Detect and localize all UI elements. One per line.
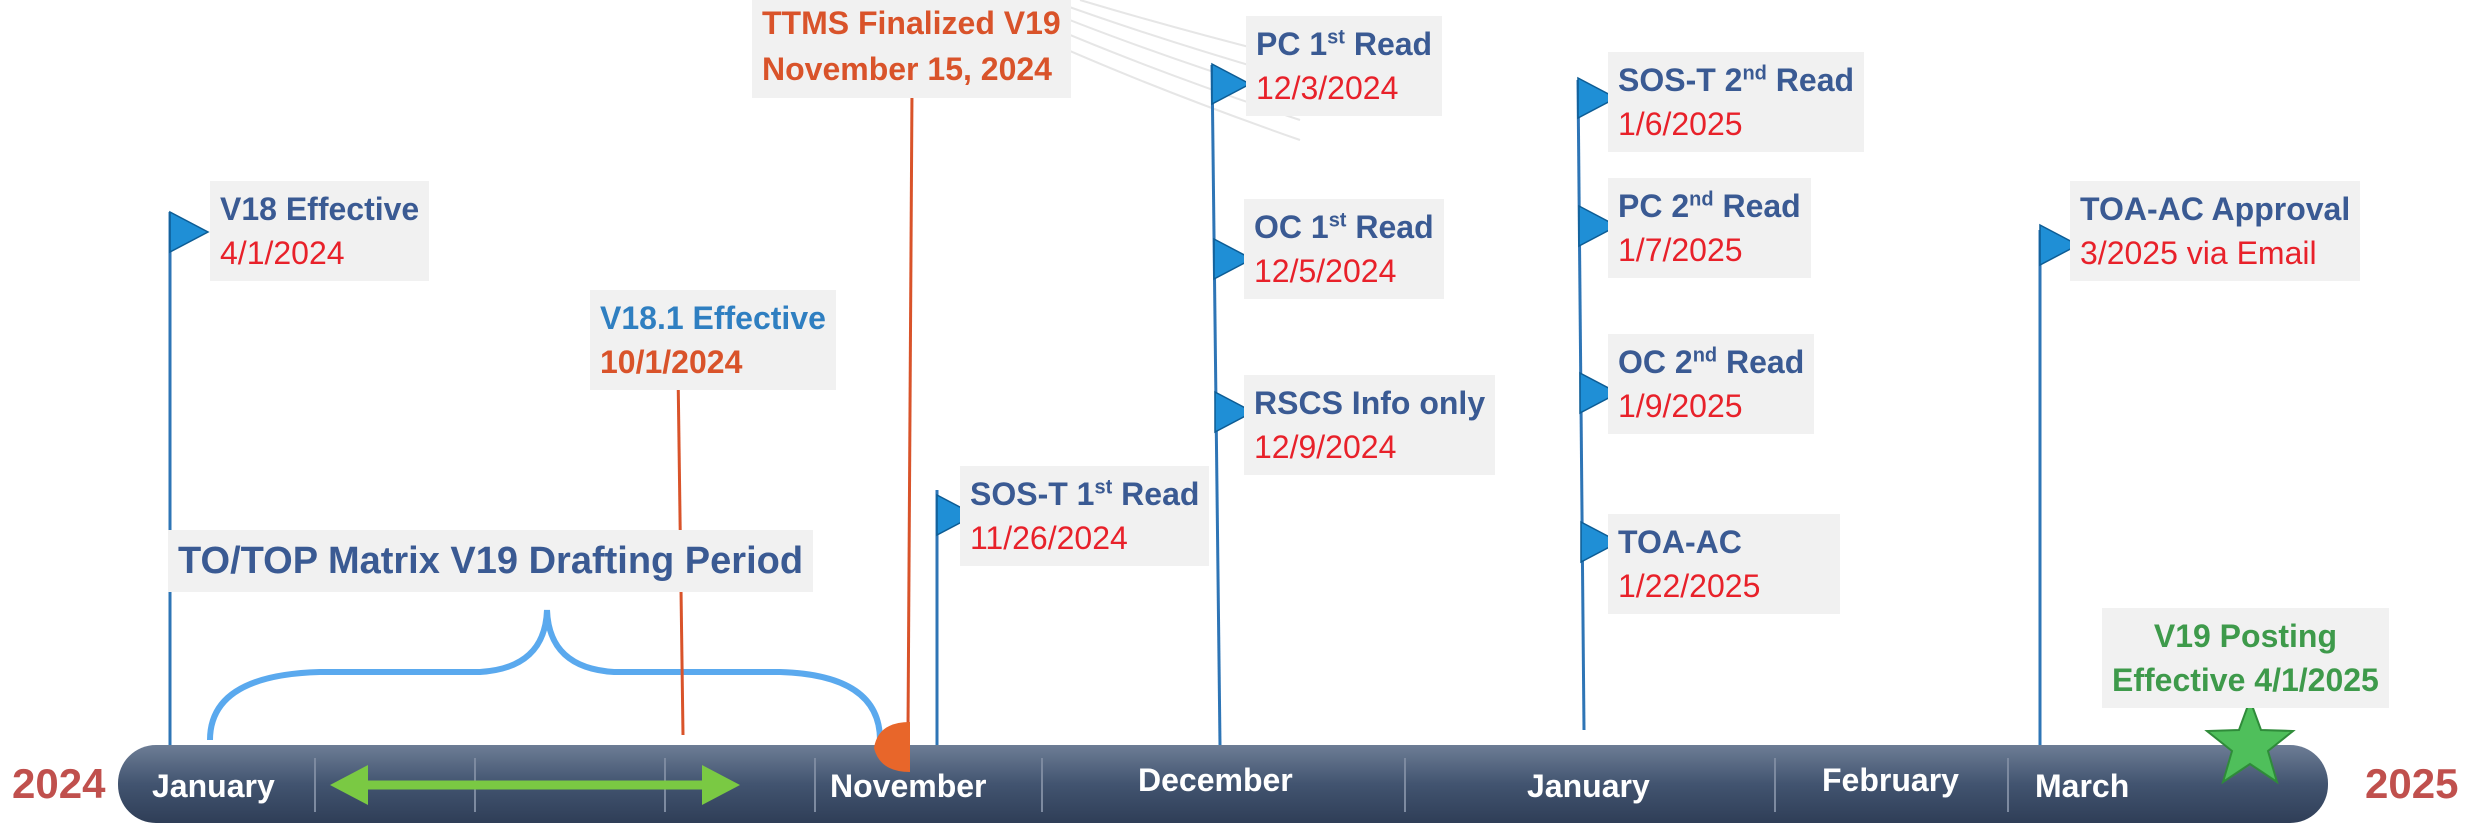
milestone-oc1: OC 1st Read 12/5/2024 <box>1244 199 1444 299</box>
milestone-title: OC 1st Read <box>1254 209 1434 245</box>
drafting-period-label: TO/TOP Matrix V19 Drafting Period <box>168 530 814 592</box>
month-january-2024: January <box>152 768 275 804</box>
toaapproval-flag-icon <box>2039 223 2080 267</box>
milestone-toaapproval: TOA-AC Approval 3/2025 via Email <box>2070 181 2361 281</box>
v19-posting-star-icon <box>2204 697 2296 785</box>
milestone-date: 1/22/2025 <box>1618 568 1761 604</box>
pc2-flag-icon <box>1578 204 1619 248</box>
milestone-title: PC 2nd Read <box>1618 188 1801 224</box>
milestone-title: TOA-AC Approval <box>2080 191 2351 227</box>
green-double-arrow <box>330 765 740 805</box>
sost1-flag-icon <box>936 493 977 537</box>
milestone-oc2: OC 2nd Read 1/9/2025 <box>1608 334 1815 434</box>
ttms-drop-marker <box>874 722 910 772</box>
milestone-date: 1/9/2025 <box>1618 388 1743 424</box>
milestone-title: SOS-T 2nd Read <box>1618 62 1855 98</box>
sost2-flag-icon <box>1577 76 1618 120</box>
milestone-date: 12/3/2024 <box>1256 70 1399 106</box>
oc1-flag-icon <box>1213 237 1254 281</box>
milestone-v181: V18.1 Effective 10/1/2024 <box>590 290 836 390</box>
year-end-label: 2025 <box>2365 760 2459 807</box>
milestone-date: 12/5/2024 <box>1254 253 1397 289</box>
milestone-date: 3/2025 via Email <box>2080 235 2317 271</box>
milestone-flags <box>169 62 2080 564</box>
milestone-toaac: TOA-AC 1/22/2025 <box>1608 514 1841 614</box>
milestone-pc1: PC 1st Read 12/3/2024 <box>1246 16 1443 116</box>
year-start-label: 2024 <box>12 760 106 807</box>
month-january-2025: January <box>1527 768 1650 804</box>
milestone-v18: V18 Effective 4/1/2024 <box>210 181 430 281</box>
milestone-date: 4/1/2024 <box>220 235 345 271</box>
milestone-pc2: PC 2nd Read 1/7/2025 <box>1608 178 1811 278</box>
milestone-date: 1/7/2025 <box>1618 232 1743 268</box>
milestone-v19-posting: V19 Posting Effective 4/1/2025 <box>2102 608 2389 708</box>
milestone-title: PC 1st Read <box>1256 26 1433 62</box>
milestone-title: V18.1 Effective <box>600 300 826 336</box>
rscs-flag-icon <box>1214 390 1255 434</box>
toaac-flag-icon <box>1580 520 1621 564</box>
milestone-date: 10/1/2024 <box>600 344 743 380</box>
pc1-flag-icon <box>1211 62 1252 106</box>
v19-posting-line2: Effective 4/1/2025 <box>2112 662 2379 698</box>
milestone-sost2: SOS-T 2nd Read 1/6/2025 <box>1608 52 1865 152</box>
oc2-flag-icon <box>1579 371 1620 415</box>
milestone-date: 11/26/2024 <box>970 520 1128 556</box>
milestone-ttms: TTMS Finalized V19 November 15, 2024 <box>752 0 1071 98</box>
drafting-period-bracket <box>207 609 883 741</box>
ttms-pole <box>906 89 914 731</box>
milestone-title: V18 Effective <box>220 191 420 227</box>
timeline-dividers <box>314 758 2009 812</box>
milestone-title: TTMS Finalized V19 <box>762 5 1061 41</box>
drafting-period-text: TO/TOP Matrix V19 Drafting Period <box>178 540 804 582</box>
milestone-title: SOS-T 1st Read <box>970 476 1200 512</box>
month-december: December <box>1138 762 1293 798</box>
v18-flag-icon <box>169 210 210 254</box>
milestone-sost1: SOS-T 1st Read 11/26/2024 <box>960 466 1210 566</box>
milestone-title: TOA-AC <box>1618 524 1742 560</box>
milestone-title: OC 2nd Read <box>1618 344 1805 380</box>
milestone-rscs: RSCS Info only 12/9/2024 <box>1244 375 1496 475</box>
v19-posting-line1: V19 Posting <box>2153 618 2337 654</box>
month-february: February <box>1822 762 1959 798</box>
milestone-date: 1/6/2025 <box>1618 106 1743 142</box>
month-march: March <box>2035 768 2130 804</box>
milestone-date: 12/9/2024 <box>1254 429 1397 465</box>
month-november: November <box>830 768 987 804</box>
milestone-date: November 15, 2024 <box>762 51 1052 87</box>
milestone-title: RSCS Info only <box>1254 385 1486 421</box>
